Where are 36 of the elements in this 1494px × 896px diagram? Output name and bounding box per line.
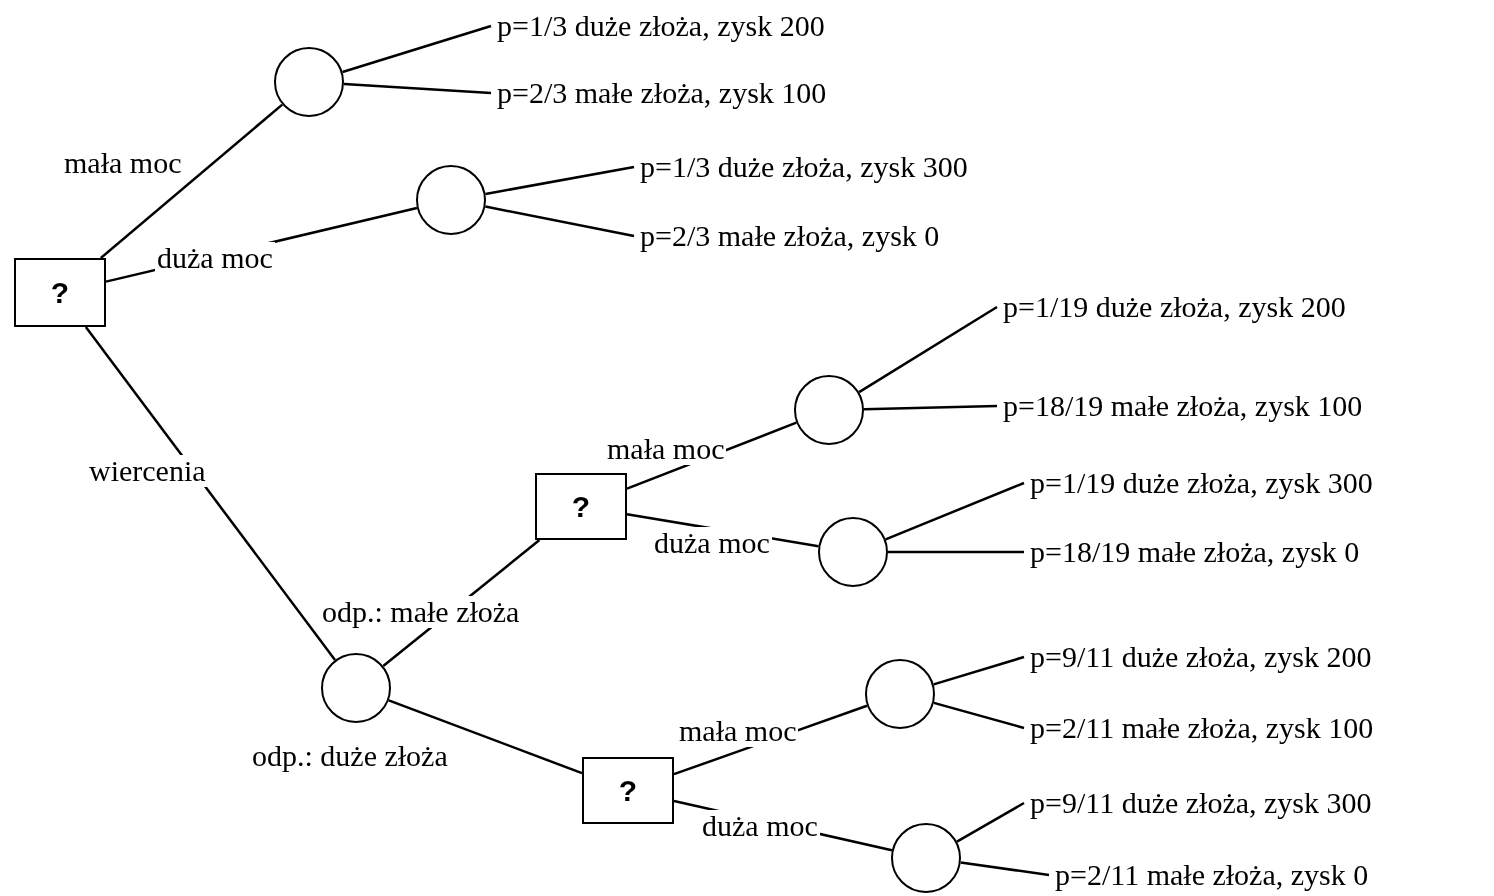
connector-line (342, 24, 492, 74)
outcome-text: p=1/19 duże złoża, zysk 200 (1003, 289, 1346, 325)
connector-line (485, 165, 635, 196)
outcome-text: p=2/3 małe złoża, zysk 100 (497, 75, 827, 111)
connector-line (885, 481, 1025, 541)
edge-label: duża moc (155, 242, 275, 274)
connector-line (388, 699, 583, 775)
decision-node-box (582, 757, 674, 824)
connector-line (100, 103, 284, 259)
decision-mark: ? (50, 275, 70, 310)
connector-line (485, 205, 635, 238)
connector-line (933, 701, 1025, 730)
outcome-text: p=18/19 małe złoża, zysk 100 (1003, 388, 1363, 424)
outcome-text: p=1/3 duże złoża, zysk 300 (640, 149, 968, 185)
connector-line (858, 305, 998, 394)
connector-line (956, 801, 1025, 843)
connector-line (343, 82, 492, 95)
connector-line (863, 404, 998, 411)
connector-line (888, 550, 1024, 554)
decision-mark: ? (571, 489, 591, 524)
decision-mark: ? (618, 773, 638, 808)
outcome-text: p=1/3 duże złoża, zysk 200 (497, 8, 825, 44)
decision-node-box (535, 473, 627, 540)
edge-label: wiercenia (87, 455, 208, 487)
outcome-text: p=9/11 duże złoża, zysk 200 (1030, 639, 1372, 675)
edge-label: odp.: małe złoża (320, 596, 522, 628)
outcome-text: p=18/19 małe złoża, zysk 0 (1030, 534, 1360, 570)
outcome-text: p=2/3 małe złoża, zysk 0 (640, 218, 940, 254)
decision-node-box (14, 258, 106, 327)
outcome-text: p=2/11 małe złoża, zysk 0 (1055, 857, 1369, 893)
connector-line (933, 655, 1025, 686)
outcome-text: p=1/19 duże złoża, zysk 300 (1030, 465, 1373, 501)
outcome-text: p=2/11 małe złoża, zysk 100 (1030, 710, 1374, 746)
connector-line (960, 861, 1050, 877)
connector-line (84, 326, 337, 661)
outcome-text: p=9/11 duże złoża, zysk 300 (1030, 785, 1372, 821)
